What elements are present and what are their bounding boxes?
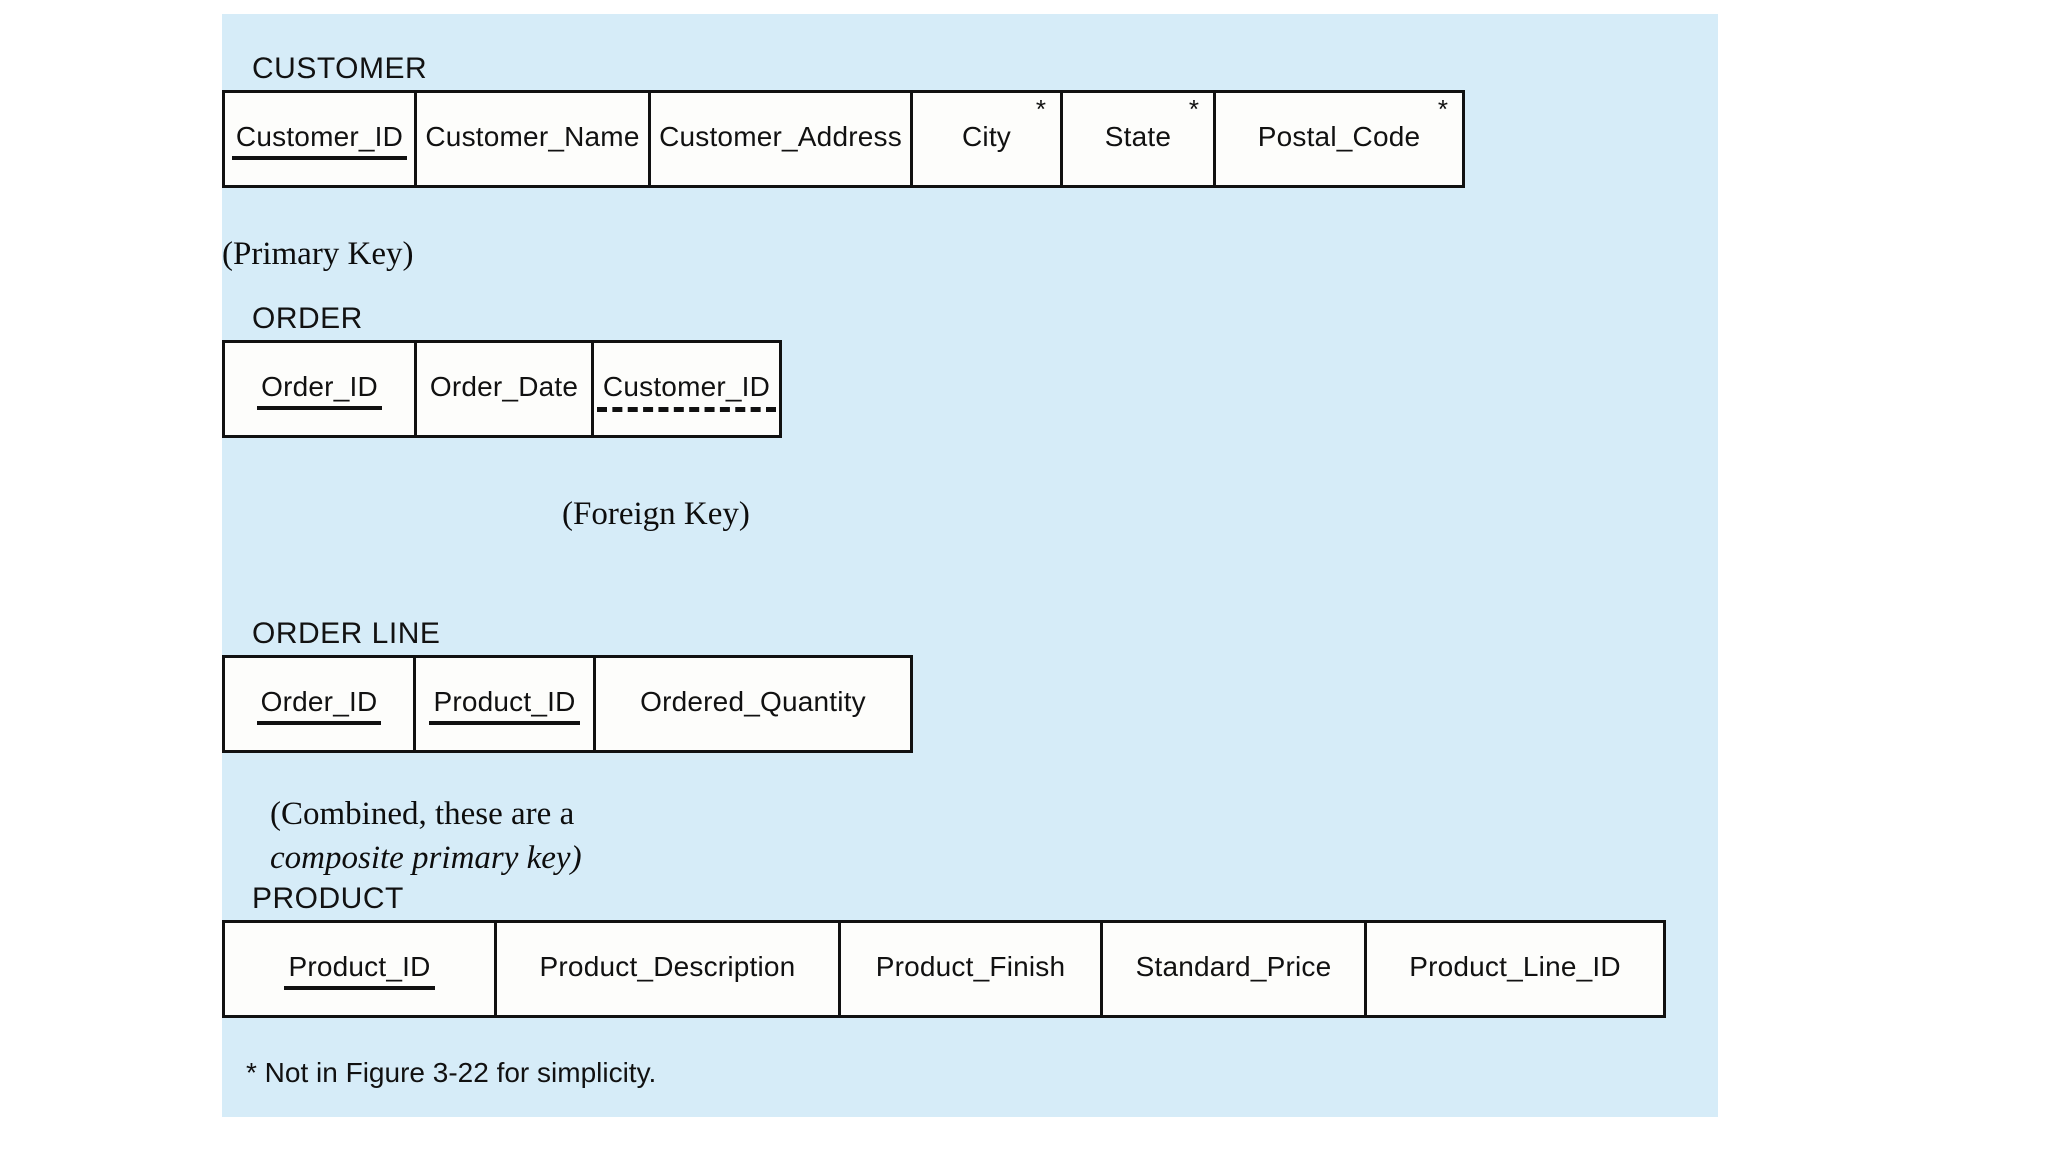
relation-product: PRODUCT Product_ID Product_Description P… xyxy=(222,884,1666,1018)
column-ordered-quantity[interactable]: Ordered_Quantity xyxy=(596,658,910,750)
column-label: Order_ID xyxy=(256,686,382,725)
column-label: Product_Line_ID xyxy=(1409,951,1621,982)
column-product-id[interactable]: Product_ID xyxy=(225,923,497,1015)
column-order-customer-id[interactable]: Customer_ID xyxy=(594,343,779,435)
relation-name-order: ORDER xyxy=(252,302,363,335)
column-label: City xyxy=(961,121,1012,152)
column-label: Product_ID xyxy=(284,951,435,990)
relation-name-order-line: ORDER LINE xyxy=(252,617,441,650)
column-product-description[interactable]: Product_Description xyxy=(497,923,841,1015)
column-customer-address[interactable]: Customer_Address xyxy=(651,93,913,185)
column-state[interactable]: State * xyxy=(1063,93,1216,185)
column-label: Customer_Address xyxy=(659,121,902,152)
note-foreign-key: (Foreign Key) xyxy=(562,496,750,532)
column-customer-id[interactable]: Customer_ID xyxy=(225,93,417,185)
column-orderline-order-id[interactable]: Order_ID xyxy=(225,658,416,750)
column-postal-code[interactable]: Postal_Code * xyxy=(1216,93,1462,185)
column-label: Standard_Price xyxy=(1135,951,1332,982)
column-label: Order_ID xyxy=(257,371,382,410)
column-standard-price[interactable]: Standard_Price xyxy=(1103,923,1367,1015)
column-orderline-product-id[interactable]: Product_ID xyxy=(416,658,596,750)
column-label: Order_Date xyxy=(429,371,579,402)
relation-table-order-line: Order_ID Product_ID Ordered_Quantity xyxy=(222,655,913,753)
asterisk-marker-state: * xyxy=(1188,94,1199,124)
note-primary-key: (Primary Key) xyxy=(222,236,414,272)
column-label: Customer_ID xyxy=(596,371,777,412)
relation-order-line: ORDER LINE Order_ID Product_ID Ordered_Q… xyxy=(222,619,913,753)
column-order-date[interactable]: Order_Date xyxy=(417,343,594,435)
relation-table-product: Product_ID Product_Description Product_F… xyxy=(222,920,1666,1018)
asterisk-marker-postal-code: * xyxy=(1437,94,1448,124)
relation-customer: CUSTOMER Customer_ID Customer_Name Custo… xyxy=(222,54,1465,188)
relation-name-customer: CUSTOMER xyxy=(252,52,428,85)
column-label: Customer_ID xyxy=(231,121,408,160)
diagram-panel: CUSTOMER Customer_ID Customer_Name Custo… xyxy=(222,14,1718,1117)
asterisk-marker-city: * xyxy=(1035,94,1046,124)
relation-table-order: Order_ID Order_Date Customer_ID xyxy=(222,340,782,438)
column-city[interactable]: City * xyxy=(913,93,1063,185)
column-label: State xyxy=(1104,121,1172,152)
relation-order: ORDER Order_ID Order_Date Customer_ID xyxy=(222,304,782,438)
column-label: Product_Finish xyxy=(875,951,1066,982)
note-composite-key-line2: composite primary key) xyxy=(270,840,582,876)
column-product-finish[interactable]: Product_Finish xyxy=(841,923,1103,1015)
column-label: Ordered_Quantity xyxy=(640,686,866,717)
footnote-text: * Not in Figure 3-22 for simplicity. xyxy=(246,1057,657,1088)
column-label: Postal_Code xyxy=(1257,121,1421,152)
column-label: Customer_Name xyxy=(425,121,640,152)
column-order-id[interactable]: Order_ID xyxy=(225,343,417,435)
column-label: Product_ID xyxy=(429,686,580,725)
column-product-line-id[interactable]: Product_Line_ID xyxy=(1367,923,1663,1015)
column-customer-name[interactable]: Customer_Name xyxy=(417,93,651,185)
relation-table-customer: Customer_ID Customer_Name Customer_Addre… xyxy=(222,90,1465,188)
note-composite-key-line1: (Combined, these are a xyxy=(270,796,575,832)
relation-name-product: PRODUCT xyxy=(252,882,404,915)
column-label: Product_Description xyxy=(539,951,796,982)
